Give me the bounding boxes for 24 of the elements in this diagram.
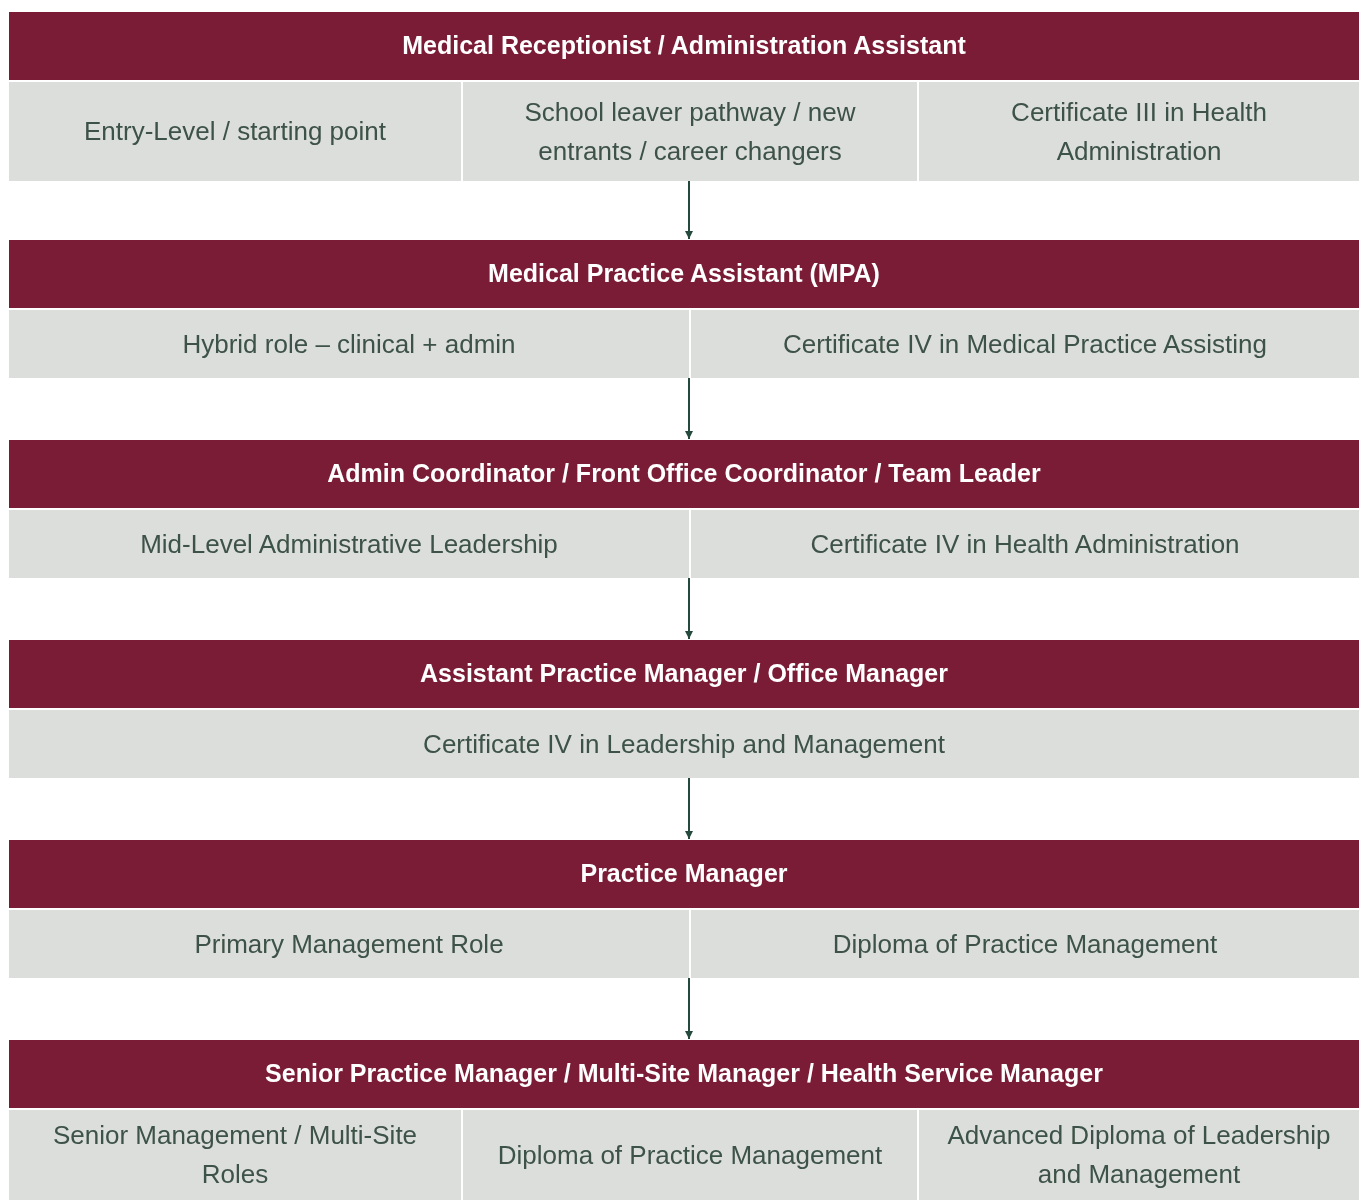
- arrow: [685, 180, 693, 240]
- arrow: [685, 977, 693, 1040]
- role-header-band: Admin Coordinator / Front Office Coordinator / Team Leader: [9, 440, 1359, 508]
- info-cell: Primary Management Role: [9, 910, 689, 978]
- info-cell: Entry-Level / starting point: [9, 82, 461, 181]
- info-cell: Senior Management / Multi-Site Roles: [9, 1110, 461, 1200]
- info-cell: Certificate IV in Health Administration: [691, 510, 1359, 578]
- arrow: [685, 777, 693, 840]
- info-cell: Certificate III in Health Administration: [919, 82, 1359, 181]
- role-header-band: Medical Receptionist / Administration Assistant: [9, 12, 1359, 80]
- info-cell: Certificate IV in Leadership and Management: [9, 710, 1359, 778]
- info-cell: Advanced Diploma of Leadership and Management: [919, 1110, 1359, 1200]
- info-cell: Hybrid role – clinical + admin: [9, 310, 689, 378]
- arrow: [685, 377, 693, 440]
- info-cell: Certificate IV in Medical Practice Assisting: [691, 310, 1359, 378]
- role-header-band: Practice Manager: [9, 840, 1359, 908]
- role-header-band: Medical Practice Assistant (MPA): [9, 240, 1359, 308]
- role-header-band: Assistant Practice Manager / Office Manager: [9, 640, 1359, 708]
- arrow: [685, 577, 693, 640]
- info-cell: Diploma of Practice Management: [463, 1110, 917, 1200]
- role-header-band: Senior Practice Manager / Multi-Site Manager / Health Service Manager: [9, 1040, 1359, 1108]
- info-cell: School leaver pathway / new entrants / career changers: [463, 82, 917, 181]
- info-cell: Diploma of Practice Management: [691, 910, 1359, 978]
- info-cell: Mid-Level Administrative Leadership: [9, 510, 689, 578]
